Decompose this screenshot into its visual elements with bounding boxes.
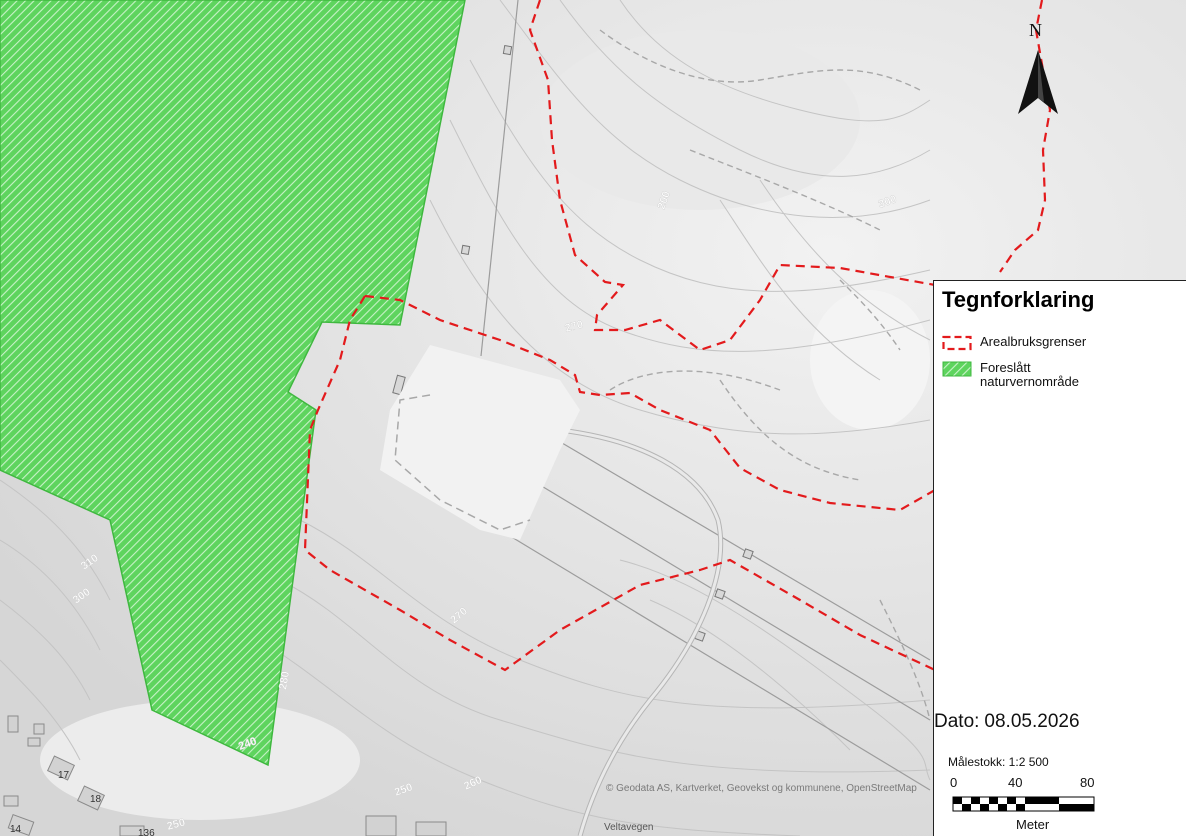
map-legend: Tegnforklaring Arealbruksgrenser Foreslå… — [933, 280, 1186, 836]
date-value: 08.05.2026 — [984, 711, 1080, 732]
scale-bar: 0 40 80 Meter — [948, 775, 1108, 835]
house-number: 136 — [138, 828, 155, 836]
land-use-boundaries[interactable] — [303, 0, 1052, 672]
hill-shade — [540, 30, 860, 210]
house-number: 17 — [58, 770, 70, 781]
legend-label: Foreslått naturvernområde — [980, 360, 1079, 389]
road-name-label: Veltavegen — [604, 822, 654, 833]
house-number: 18 — [90, 794, 102, 805]
green-hatch-swatch-icon — [942, 361, 972, 377]
legend-title: Tegnforklaring — [942, 287, 1095, 312]
legend-label: Arealbruksgrenser — [980, 334, 1087, 349]
buildings — [3, 715, 447, 836]
north-arrow-icon — [1018, 50, 1058, 114]
scale-tick: 40 — [1008, 775, 1023, 790]
pylons — [392, 44, 754, 642]
scale-unit: Meter — [1016, 817, 1050, 832]
north-letter: N — [1029, 20, 1042, 40]
map-attribution: © Geodata AS, Kartverket, Geovekst og ko… — [606, 783, 917, 794]
scale-tick: 0 — [950, 775, 958, 790]
contour-label: 280 — [277, 670, 292, 690]
north-arrow: N — [1014, 20, 1062, 120]
scale-label: Målestokk: 1:2 500 — [948, 755, 1049, 769]
footpaths — [599, 29, 931, 721]
house-number: 14 — [10, 824, 22, 835]
proposed-nature-reserve-area[interactable] — [0, 0, 466, 767]
map-date: Dato:08.05.2026 — [934, 711, 1080, 733]
date-label: Dato: — [934, 711, 980, 732]
hill-highlight — [810, 290, 930, 430]
contour-label: 270 — [564, 319, 585, 335]
valley-shade — [40, 700, 360, 820]
dashed-boundary-swatch-icon — [942, 335, 972, 351]
legend-item-land-use-boundaries: Arealbruksgrenser — [942, 335, 1086, 351]
contour-label: 250 — [166, 817, 187, 833]
legend-item-nature-reserve: Foreslått naturvernområde — [942, 361, 1130, 389]
scale-bar-graphic — [952, 796, 1095, 812]
scale-tick: 80 — [1080, 775, 1095, 790]
